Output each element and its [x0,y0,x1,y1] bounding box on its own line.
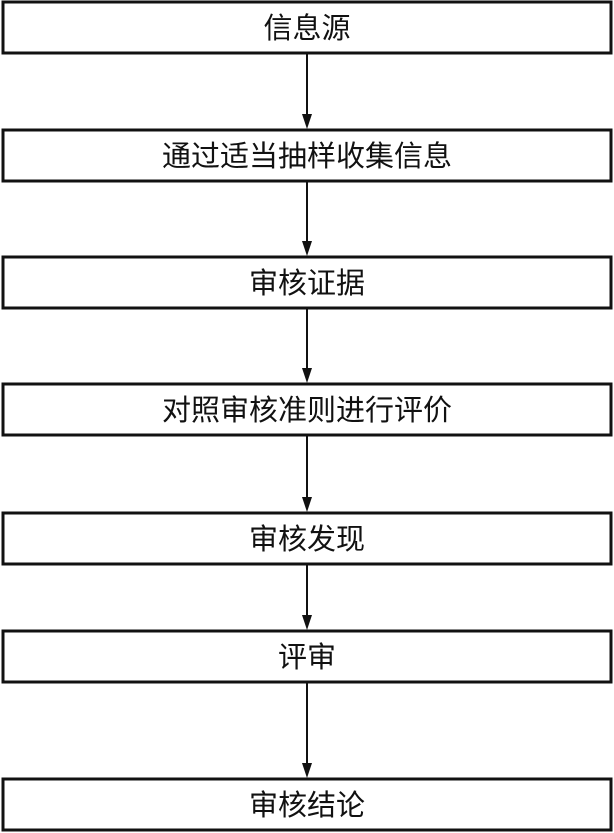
arrow-2-head [302,241,312,256]
arrow-5-head [302,615,312,630]
step-2-label: 通过适当抽样收集信息 [162,139,452,173]
arrow-4-to-5 [302,436,312,512]
step-6-box [1,629,613,684]
step-3: 审核证据 [1,255,613,310]
step-7-label: 审核结论 [249,788,365,822]
step-1-label: 信息源 [263,11,350,45]
step-4-box [1,382,613,437]
step-4-label: 对照审核准则进行评价 [162,393,452,427]
step-4: 对照审核准则进行评价 [1,382,613,437]
step-6: 评审 [1,629,613,684]
step-7-box [1,777,613,832]
arrow-6-to-7 [302,683,312,778]
step-1-box [1,0,613,55]
step-6-label: 评审 [278,640,336,674]
arrow-1-to-2 [302,54,312,129]
arrow-4-head [302,497,312,512]
step-2-box [1,128,613,183]
arrow-6-head [302,763,312,778]
step-5-label: 审核发现 [249,522,365,556]
step-5-box [1,511,613,566]
step-1: 信息源 [1,0,613,55]
step-5: 审核发现 [1,511,613,566]
step-3-box [1,255,613,310]
arrow-5-to-6 [302,565,312,630]
arrow-1-head [302,114,312,129]
arrow-3-head [302,368,312,383]
step-2: 通过适当抽样收集信息 [1,128,613,183]
arrow-3-to-4 [302,309,312,383]
step-3-label: 审核证据 [249,266,365,300]
step-7: 审核结论 [1,777,613,832]
arrow-2-to-3 [302,182,312,256]
